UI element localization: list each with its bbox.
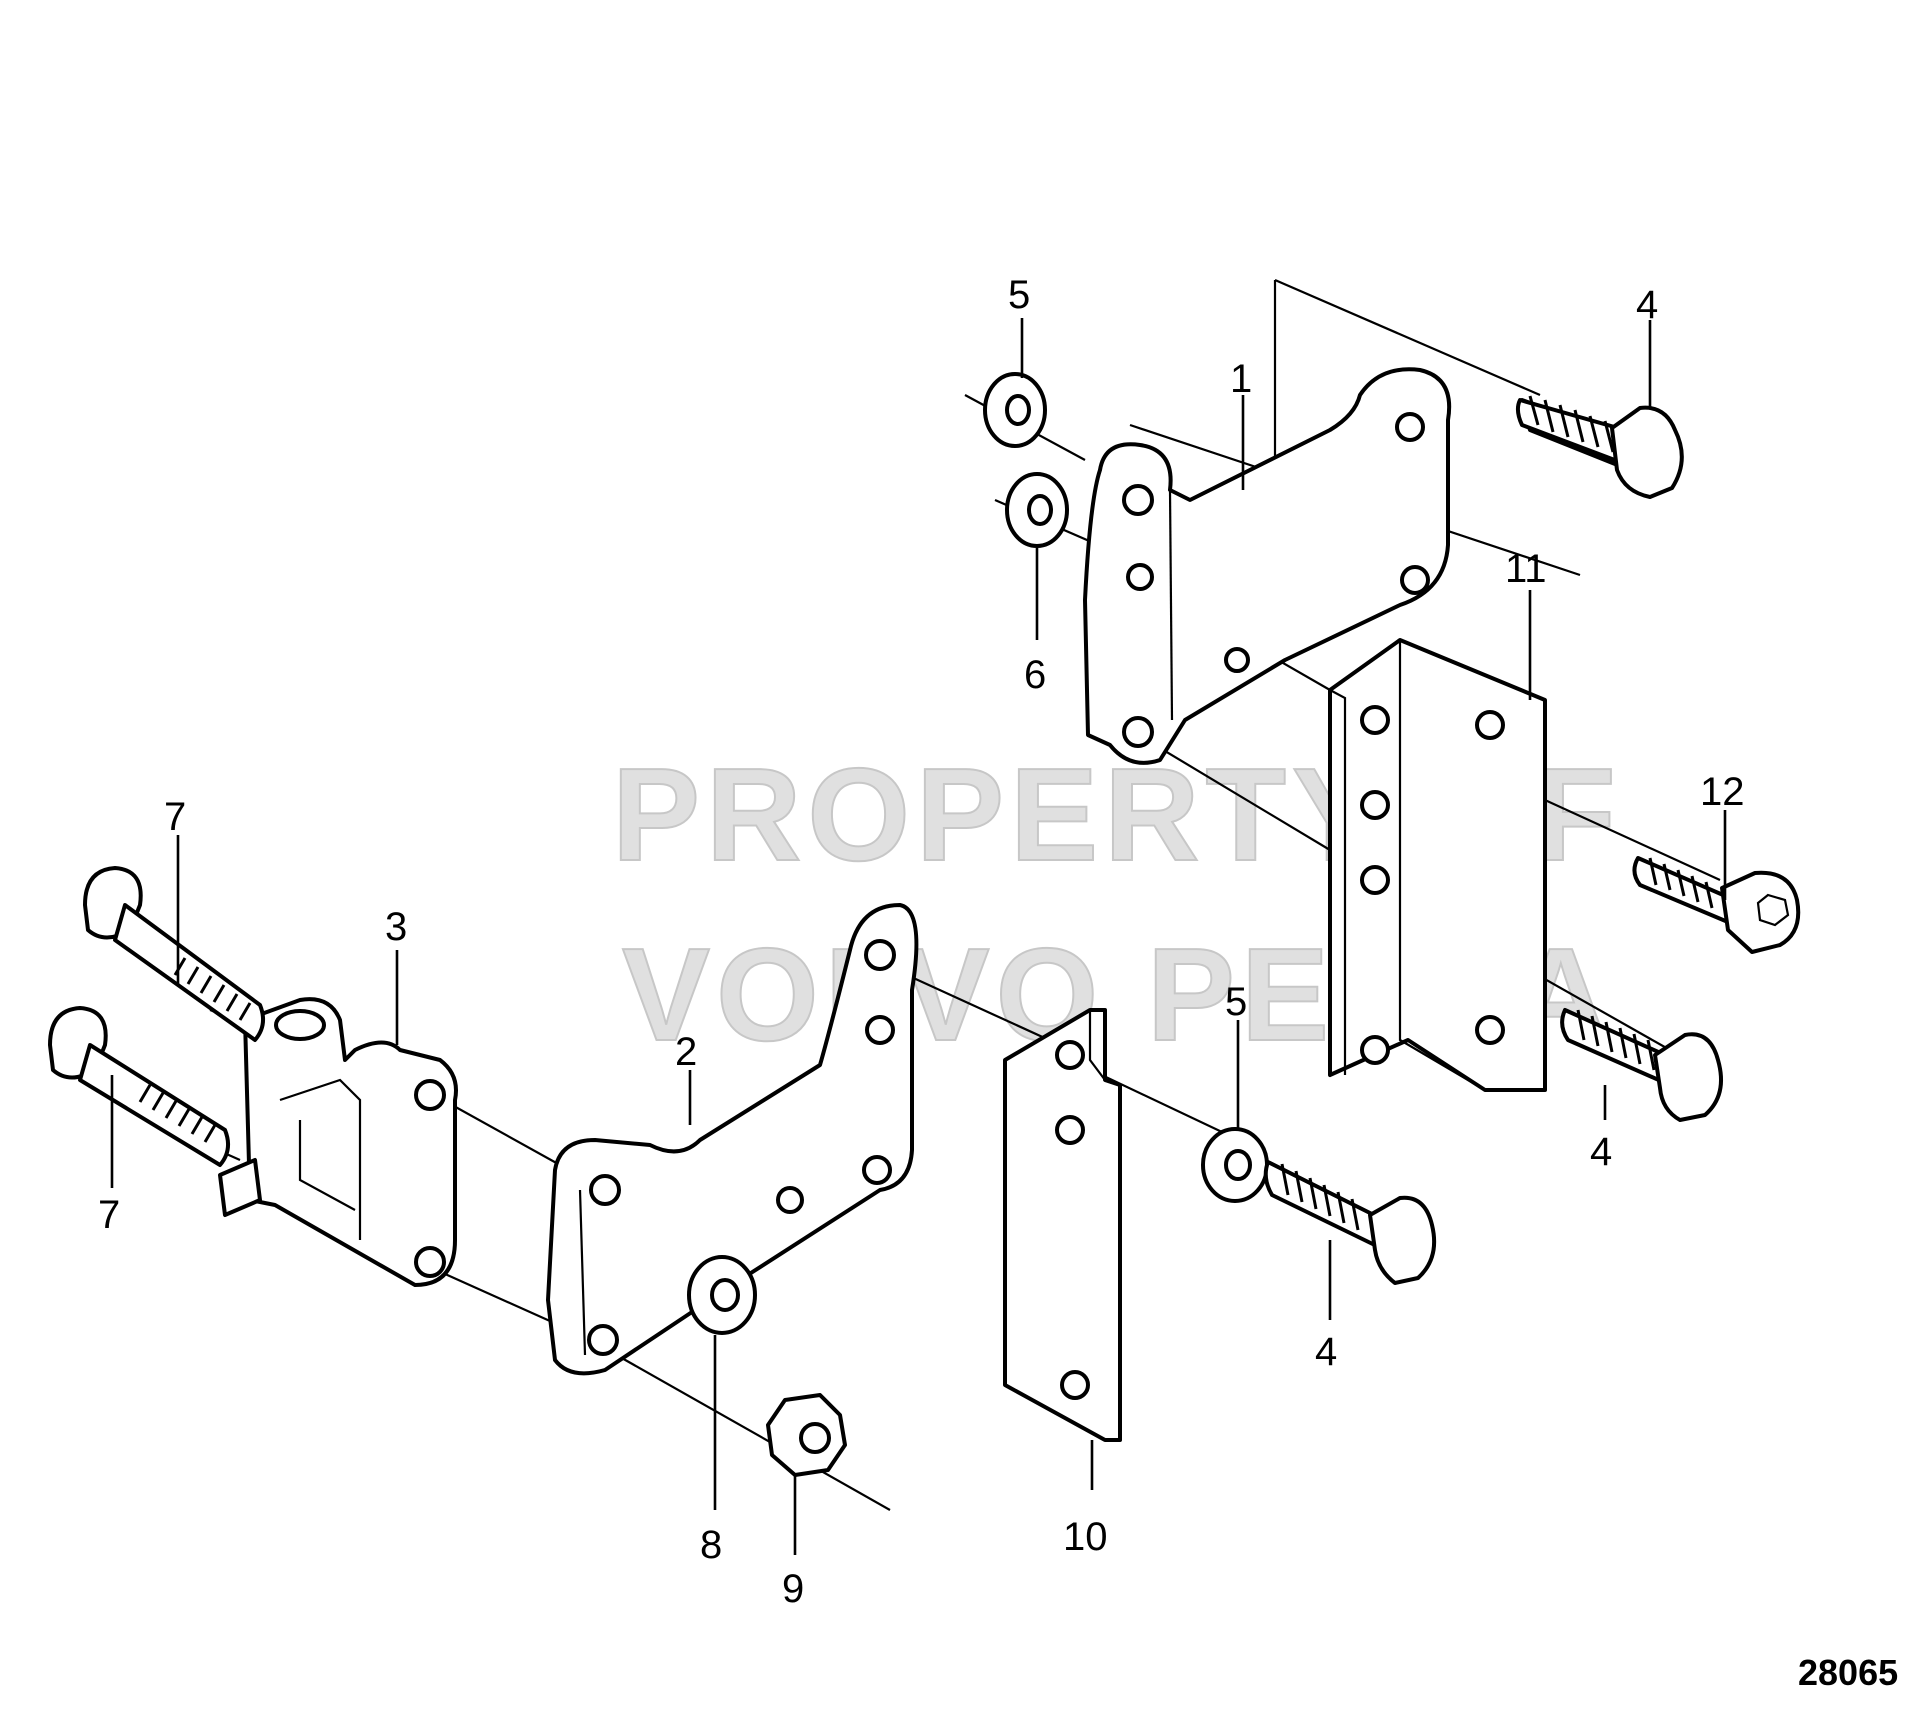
callout-3: 3: [385, 905, 407, 949]
bracket-part-1: [1083, 367, 1452, 765]
bolt-part-4-upper: [1515, 395, 1684, 499]
washer-part-8: [687, 1255, 757, 1335]
callout-10: 10: [1063, 1515, 1108, 1559]
callouts: 5 4 1 6 11 12 7 3 5 2 4 7 4 10 8 9: [98, 273, 1745, 1611]
callout-8: 8: [700, 1523, 722, 1567]
bolt-part-4-right: [1560, 1008, 1723, 1122]
callout-9: 9: [782, 1567, 804, 1611]
figure-number: 28065: [1798, 1652, 1898, 1693]
callout-7-upper: 7: [164, 795, 186, 839]
callout-4-right: 4: [1590, 1130, 1612, 1174]
angle-bracket-part-11: [1328, 638, 1547, 1092]
callout-4-upper: 4: [1636, 283, 1658, 327]
bolt-part-12: [1632, 856, 1801, 954]
callout-11: 11: [1505, 547, 1547, 591]
leader-lines: [110, 318, 1727, 1555]
callout-6: 6: [1024, 653, 1046, 697]
bracket-part-2: [546, 903, 919, 1376]
callout-2: 2: [675, 1030, 697, 1074]
bolt-part-4-lower: [1263, 1160, 1437, 1285]
washer-part-5-upper: [983, 372, 1047, 448]
plate-part-10: [1003, 1008, 1122, 1442]
washer-part-5-lower: [1201, 1127, 1269, 1203]
washer-part-6: [1005, 472, 1069, 548]
callout-5-upper: 5: [1008, 273, 1030, 317]
callout-12: 12: [1700, 770, 1745, 814]
callout-1: 1: [1230, 357, 1252, 401]
callout-7-lower: 7: [98, 1193, 120, 1237]
clevis-part-3: [218, 997, 458, 1287]
nut-part-9: [766, 1393, 847, 1477]
callout-4-lower: 4: [1315, 1330, 1337, 1374]
bolt-part-7-upper: [83, 866, 266, 1042]
callout-5-lower: 5: [1225, 980, 1247, 1024]
bolt-part-7-lower: [48, 1006, 231, 1167]
